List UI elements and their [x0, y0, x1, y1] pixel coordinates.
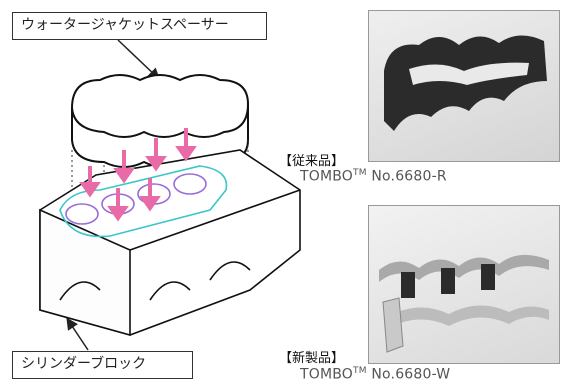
new-product-name: TOMBOTM No.6680-W [300, 366, 451, 383]
engine-diagram [39, 39, 301, 351]
spacer-callout: ウォータージャケットスペーサー [12, 12, 267, 40]
old-spacer-photo [368, 10, 560, 162]
old-product-tag: 【従来品】 [279, 154, 345, 169]
new-product-tag: 【新製品】 [279, 351, 345, 366]
new-spacer-photo [368, 205, 560, 364]
block-leader-arrow [66, 317, 89, 351]
spacer-leader-arrow [117, 39, 161, 81]
cylinder-block-callout: シリンダーブロック [12, 351, 193, 379]
cylinder-block [39, 149, 301, 337]
insertion-arrows [79, 128, 197, 222]
old-product-name: TOMBOTM No.6680-R [300, 168, 447, 185]
